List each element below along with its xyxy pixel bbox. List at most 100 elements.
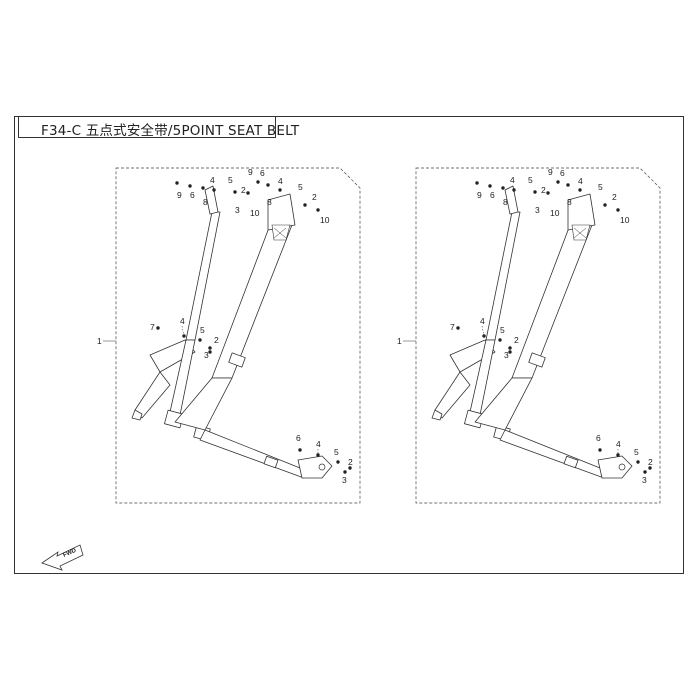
fastener-dot xyxy=(198,338,202,342)
stitch-cross xyxy=(273,227,287,239)
fastener-dot xyxy=(188,184,192,188)
left-upper-clip xyxy=(504,185,519,215)
callout-number: 7 xyxy=(450,322,455,332)
callout-number: 5 xyxy=(200,325,205,335)
fastener-dot xyxy=(343,470,347,474)
callout-number: 10 xyxy=(620,215,630,225)
callout-number: 2 xyxy=(541,185,546,195)
callout-number: 2 xyxy=(514,335,519,345)
right-shoulder-strap xyxy=(511,224,593,379)
callout-number: 4 xyxy=(180,316,185,326)
callout-number: 8 xyxy=(203,197,208,207)
fastener-dot xyxy=(212,188,216,192)
fastener-dot xyxy=(508,346,512,350)
fastener-dot xyxy=(233,190,237,194)
fastener-dot xyxy=(636,460,640,464)
callout-number: 4 xyxy=(316,439,321,449)
callout-number: 9 xyxy=(248,167,253,177)
fastener-dot xyxy=(501,186,505,190)
callout-number: 4 xyxy=(480,316,485,326)
left-lap-anchor xyxy=(131,409,143,421)
fastener-dot xyxy=(208,346,212,350)
fastener-dot xyxy=(498,338,502,342)
diagram-title: F34-C 五点式安全带/5POINT SEAT BELT xyxy=(41,123,300,139)
left-shoulder-strap xyxy=(185,211,221,341)
lower-adjuster xyxy=(563,455,579,469)
fastener-dot xyxy=(456,326,460,330)
assembly-ref-number: 1 xyxy=(397,336,402,346)
callout-number: 5 xyxy=(334,447,339,457)
callout-number: 2 xyxy=(348,457,353,467)
lower-lap-belt xyxy=(199,429,305,479)
callout-number: 2 xyxy=(241,185,246,195)
callout-number: 5 xyxy=(598,182,603,192)
callout-number: 3 xyxy=(235,205,240,215)
callout-number: 4 xyxy=(510,175,515,185)
fastener-dot xyxy=(256,180,260,184)
callout-number: 2 xyxy=(312,192,317,202)
left-lap-anchor xyxy=(431,409,443,421)
callout-number: 6 xyxy=(260,168,265,178)
fastener-dot xyxy=(578,188,582,192)
callout-number: 3 xyxy=(535,205,540,215)
forward-arrow-icon: FWD xyxy=(41,544,84,571)
right-lap-strap xyxy=(474,377,533,431)
fastener-dot xyxy=(266,183,270,187)
callout-number: 6 xyxy=(560,168,565,178)
callout-number: 9 xyxy=(548,167,553,177)
anchor-hole xyxy=(318,463,326,471)
fastener-dot xyxy=(303,203,307,207)
fastener-dot xyxy=(278,188,282,192)
callout-number: 7 xyxy=(150,322,155,332)
callout-number: 5 xyxy=(500,325,505,335)
callout-number: 6 xyxy=(490,190,495,200)
callout-number: 9 xyxy=(477,190,482,200)
fastener-dot xyxy=(556,180,560,184)
left-upper-clip xyxy=(204,185,219,215)
callout-number: 8 xyxy=(503,197,508,207)
callout-number: 5 xyxy=(634,447,639,457)
title-box: F34-C 五点式安全带/5POINT SEAT BELT xyxy=(18,116,299,139)
callout-number: 3 xyxy=(204,350,209,360)
fastener-dot xyxy=(201,186,205,190)
fastener-dot xyxy=(512,188,516,192)
fastener-dot xyxy=(598,448,602,452)
lower-anchor-plate xyxy=(297,455,333,479)
fastener-dot xyxy=(246,191,250,195)
left-lap-strap xyxy=(149,339,196,373)
callout-number: 2 xyxy=(214,335,219,345)
fastener-dot xyxy=(348,466,352,470)
assembly-dashed-outline xyxy=(115,167,361,504)
left-shoulder-strap xyxy=(485,211,521,341)
fastener-dot xyxy=(488,184,492,188)
right-upper-anchor xyxy=(567,193,596,231)
fastener-dot xyxy=(533,190,537,194)
callout-number: 4 xyxy=(278,176,283,186)
strap-stitch-pattern xyxy=(271,224,291,241)
fastener-dot xyxy=(156,326,160,330)
callout-number: 2 xyxy=(648,457,653,467)
callout-number: 6 xyxy=(596,433,601,443)
left-lap-strap xyxy=(449,339,496,373)
callout-number: 6 xyxy=(296,433,301,443)
callout-number: 3 xyxy=(642,475,647,485)
callout-number: 5 xyxy=(228,175,233,185)
strap-adjuster xyxy=(528,352,546,368)
fastener-dot xyxy=(566,183,570,187)
fastener-dot xyxy=(546,191,550,195)
diagram-frame xyxy=(14,116,684,574)
callout-number: 3 xyxy=(342,475,347,485)
fastener-dot xyxy=(616,453,620,457)
callout-number: 2 xyxy=(612,192,617,202)
fastener-dot xyxy=(643,470,647,474)
callout-number: 8 xyxy=(267,197,272,207)
callout-number: 4 xyxy=(578,176,583,186)
anchor-hole xyxy=(618,463,626,471)
callout-number: 4 xyxy=(210,175,215,185)
callout-number: 10 xyxy=(250,208,260,218)
strap-adjuster xyxy=(228,352,246,368)
fastener-dot xyxy=(508,350,512,354)
